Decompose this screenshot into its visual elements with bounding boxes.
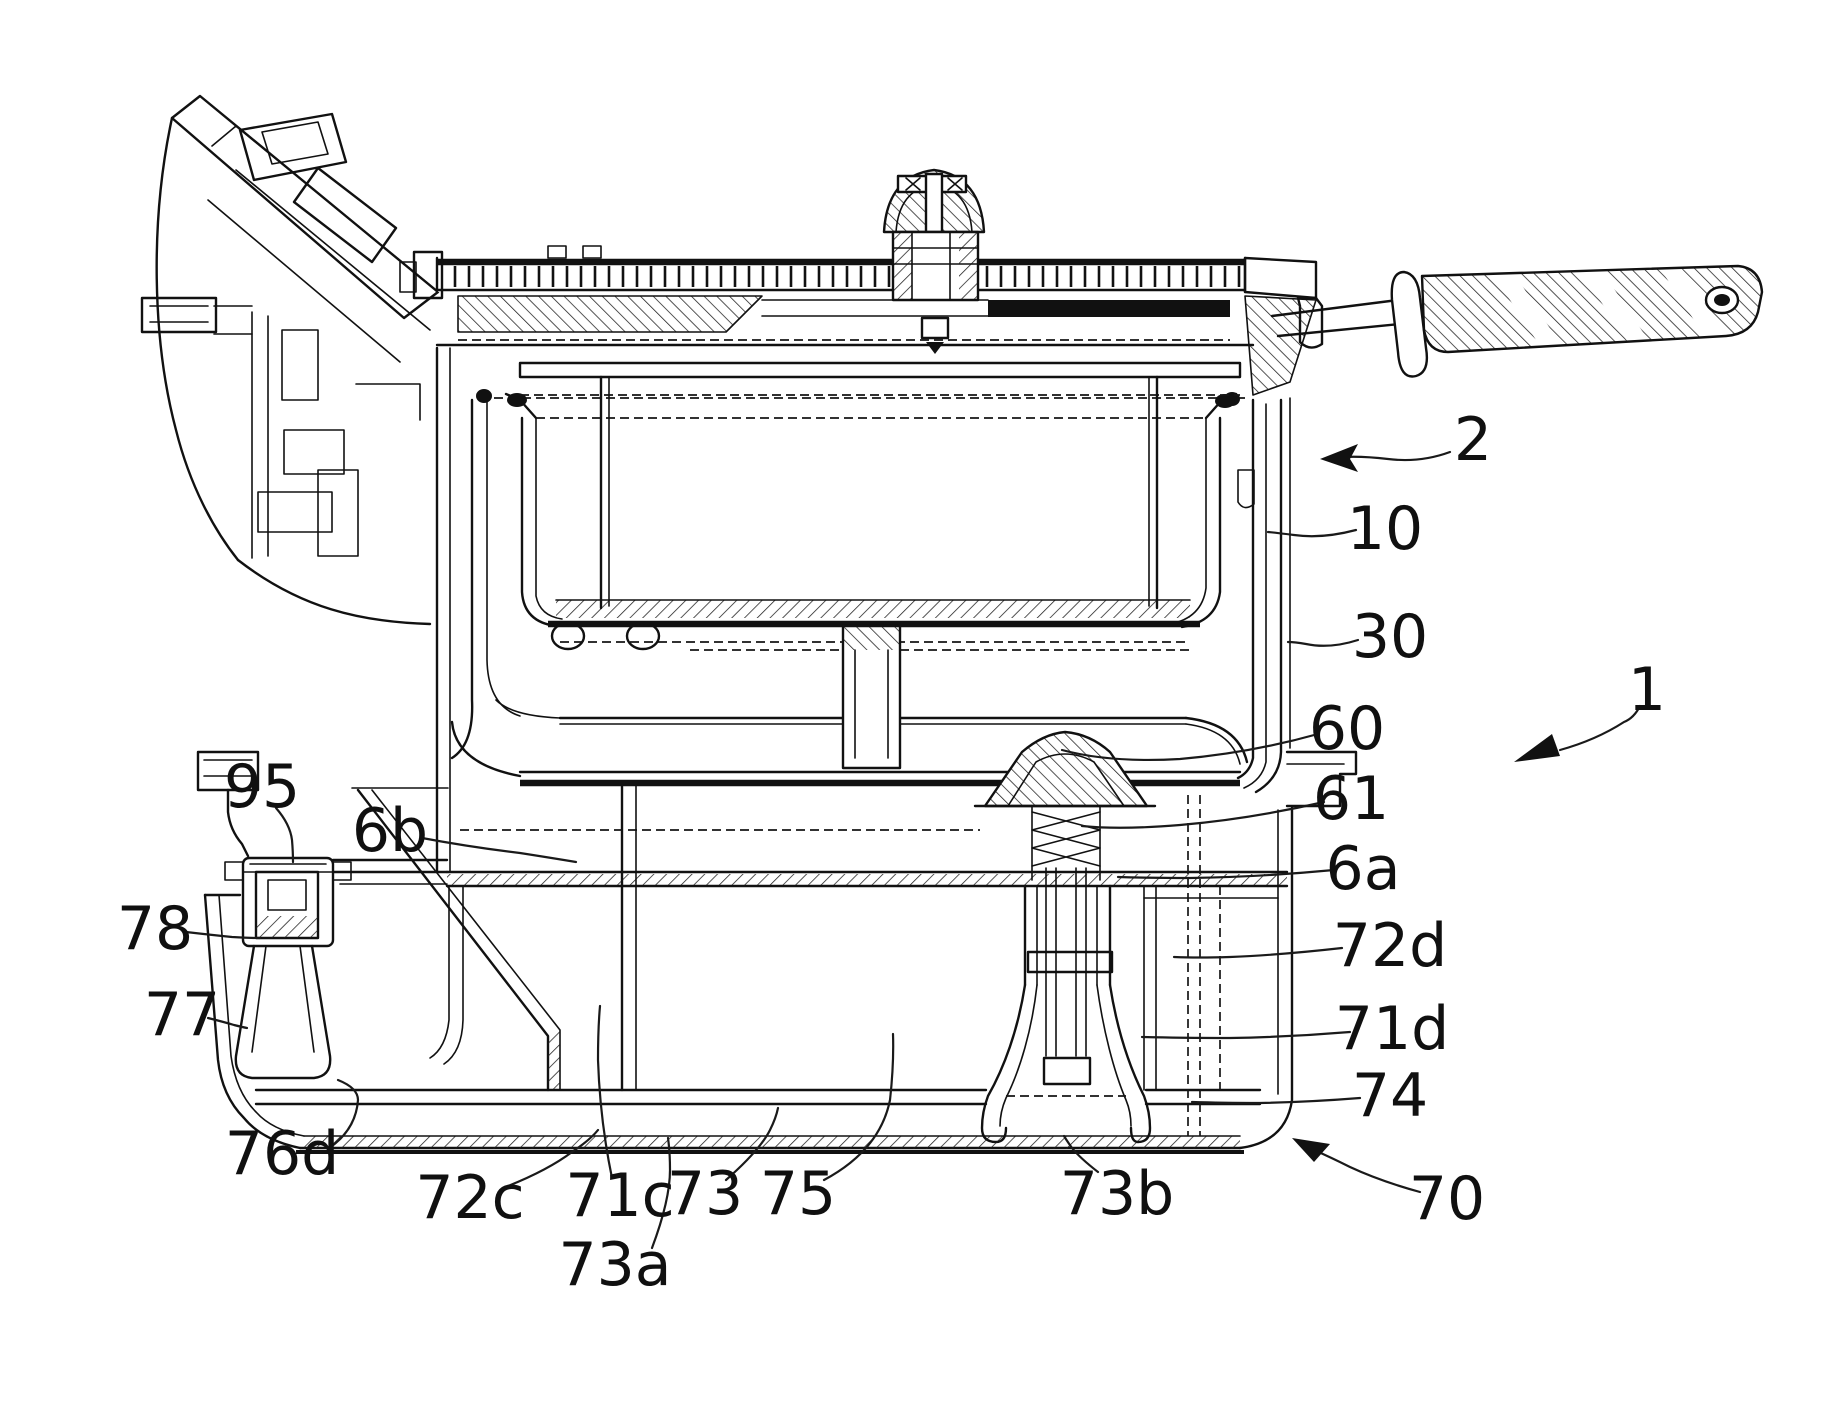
leader-73 xyxy=(724,1106,780,1182)
hinge-assembly xyxy=(140,94,440,626)
ref-label-6a: 6a xyxy=(1326,834,1401,904)
ref-label-2: 2 xyxy=(1454,405,1492,475)
leader-10 xyxy=(1266,528,1358,538)
drain-funnel xyxy=(351,784,637,1092)
ref-label-61: 61 xyxy=(1313,764,1389,834)
leader-73a xyxy=(650,1136,672,1250)
leader-60 xyxy=(1060,732,1320,762)
ref-label-60: 60 xyxy=(1309,694,1385,764)
ref-label-30: 30 xyxy=(1352,602,1428,672)
leader-61 xyxy=(1080,800,1326,829)
leader-1 xyxy=(1558,704,1642,752)
ref-label-6b: 6b xyxy=(352,796,428,866)
ref-label-77: 77 xyxy=(144,980,220,1050)
lid-knob xyxy=(882,168,986,302)
leader-73b xyxy=(1062,1134,1100,1174)
arrowhead-2 xyxy=(1320,444,1358,472)
leader-6a xyxy=(1116,868,1336,880)
leader-74 xyxy=(1190,1096,1362,1105)
ref-label-76d: 76d xyxy=(225,1119,339,1189)
leader-72c xyxy=(506,1128,600,1188)
ref-label-74: 74 xyxy=(1352,1061,1428,1131)
leader-78 xyxy=(184,930,262,940)
ref-label-71d: 71d xyxy=(1335,994,1449,1064)
ref-label-73: 73 xyxy=(667,1159,743,1229)
leader-95 xyxy=(274,806,295,864)
leader-77 xyxy=(206,1016,249,1030)
ref-label-78: 78 xyxy=(117,894,193,964)
ref-label-70: 70 xyxy=(1409,1164,1485,1234)
ref-label-95: 95 xyxy=(224,752,300,822)
basket xyxy=(599,375,1159,610)
leader-72d xyxy=(1172,946,1344,959)
arrowhead-1 xyxy=(1514,734,1560,762)
leader-71d xyxy=(1140,1030,1352,1040)
arrowhead-70 xyxy=(1292,1138,1330,1162)
base-housing xyxy=(203,750,1358,1154)
vessel-body xyxy=(435,343,1291,888)
lid xyxy=(399,245,1324,396)
valve-assembly xyxy=(973,730,1157,1144)
leader-70 xyxy=(1312,1148,1422,1194)
leader-76d xyxy=(330,1078,360,1148)
inner-pot xyxy=(504,361,1242,651)
leader-2 xyxy=(1342,450,1452,462)
handle xyxy=(1270,253,1764,378)
ref-labels: 2 1 10 30 60 61 6a 72d 71d 74 70 95 6b 7… xyxy=(117,405,1666,1300)
ref-label-1: 1 xyxy=(1628,655,1666,725)
ref-label-71c: 71c xyxy=(565,1161,674,1231)
leader-75 xyxy=(822,1032,895,1182)
ref-label-72d: 72d xyxy=(1333,911,1447,981)
condensate-cup xyxy=(196,750,449,1080)
ref-label-72c: 72c xyxy=(415,1163,524,1233)
ref-label-75: 75 xyxy=(760,1159,836,1229)
support-column xyxy=(841,624,902,770)
ref-label-73a: 73a xyxy=(558,1230,671,1300)
leader-30 xyxy=(1286,638,1360,647)
leader-6b xyxy=(420,836,578,864)
ref-label-73b: 73b xyxy=(1060,1159,1174,1229)
leader-71c xyxy=(596,1004,614,1180)
ref-label-10: 10 xyxy=(1347,494,1423,564)
leader-lines xyxy=(184,444,1642,1250)
